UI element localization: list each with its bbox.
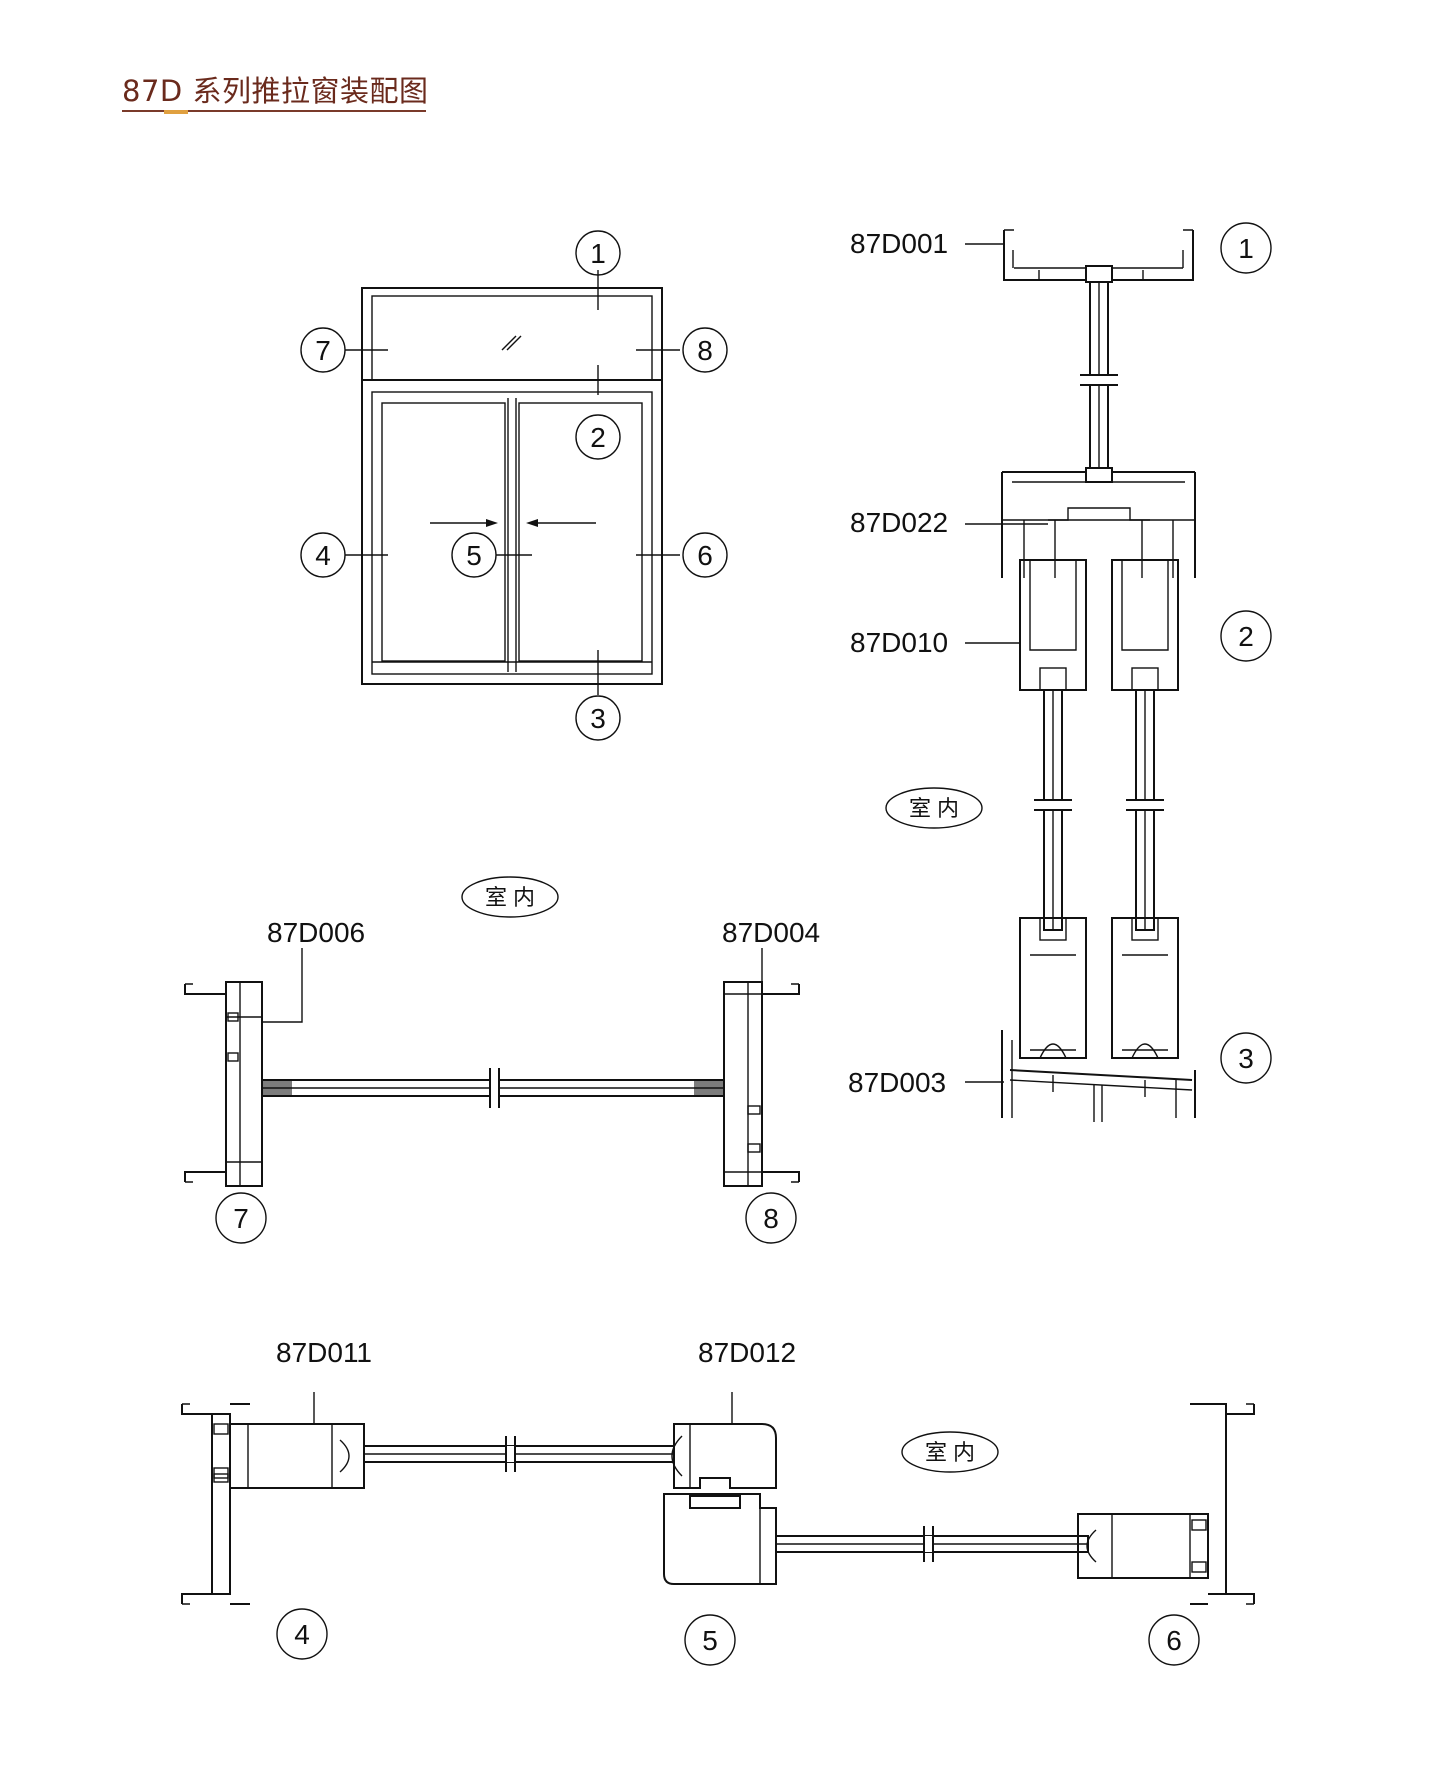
callout-elevation-3: 3 xyxy=(575,695,621,741)
callout-label: 6 xyxy=(697,540,713,571)
callout-elevation-8: 8 xyxy=(682,327,728,373)
callout-sliding-5: 5 xyxy=(684,1614,736,1666)
part-label-87D006: 87D006 xyxy=(267,917,365,948)
interior-label: 室 内 xyxy=(925,1440,975,1465)
title-accent-mark xyxy=(164,110,188,114)
callout-label: 3 xyxy=(590,703,606,734)
callout-sliding-4: 4 xyxy=(276,1608,328,1660)
callout-sliding-6: 6 xyxy=(1148,1614,1200,1666)
part-label-87D012: 87D012 xyxy=(698,1337,796,1368)
vertical-section xyxy=(965,229,1196,1122)
callout-label: 8 xyxy=(697,335,713,366)
callout-label: 8 xyxy=(763,1203,779,1234)
fixed-light-section xyxy=(184,948,800,1187)
interior-label: 室 内 xyxy=(485,885,535,910)
callout-section-1: 1 xyxy=(1220,222,1272,274)
callout-label: 2 xyxy=(590,422,606,453)
part-label-87D010: 87D010 xyxy=(850,627,948,658)
part-label-87D003: 87D003 xyxy=(848,1067,946,1098)
callout-elevation-4: 4 xyxy=(300,532,346,578)
interior-label-fixed: 室 内 xyxy=(461,876,559,918)
callout-label: 1 xyxy=(590,238,606,269)
callout-elevation-1: 1 xyxy=(575,230,621,276)
interior-label-section: 室 内 xyxy=(885,787,983,829)
callout-fixed-7: 7 xyxy=(215,1192,267,1244)
callout-section-3: 3 xyxy=(1220,1032,1272,1084)
title-underline xyxy=(122,110,426,112)
callout-label: 3 xyxy=(1238,1043,1254,1074)
callout-label: 1 xyxy=(1238,233,1254,264)
callout-label: 4 xyxy=(294,1619,310,1650)
part-label-87D004: 87D004 xyxy=(722,917,820,948)
page-title: 87D 系列推拉窗装配图 xyxy=(122,74,429,108)
callout-fixed-8: 8 xyxy=(745,1192,797,1244)
callout-label: 5 xyxy=(702,1625,718,1656)
callout-elevation-7: 7 xyxy=(300,327,346,373)
part-label-87D011: 87D011 xyxy=(276,1337,372,1368)
callout-label: 5 xyxy=(466,540,482,571)
callout-label: 7 xyxy=(315,335,331,366)
window-elevation xyxy=(345,270,680,695)
callout-label: 4 xyxy=(315,540,331,571)
interior-label: 室 内 xyxy=(909,796,959,821)
callout-elevation-6: 6 xyxy=(682,532,728,578)
callout-label: 6 xyxy=(1166,1625,1182,1656)
part-label-87D022: 87D022 xyxy=(850,507,948,538)
callout-section-2: 2 xyxy=(1220,610,1272,662)
callout-elevation-2: 2 xyxy=(575,414,621,460)
part-label-87D001: 87D001 xyxy=(850,228,948,259)
callout-elevation-5: 5 xyxy=(451,532,497,578)
sliding-sash-section xyxy=(181,1392,1255,1605)
callout-label: 2 xyxy=(1238,621,1254,652)
callout-label: 7 xyxy=(233,1203,249,1234)
interior-label-sliding: 室 内 xyxy=(901,1431,999,1473)
